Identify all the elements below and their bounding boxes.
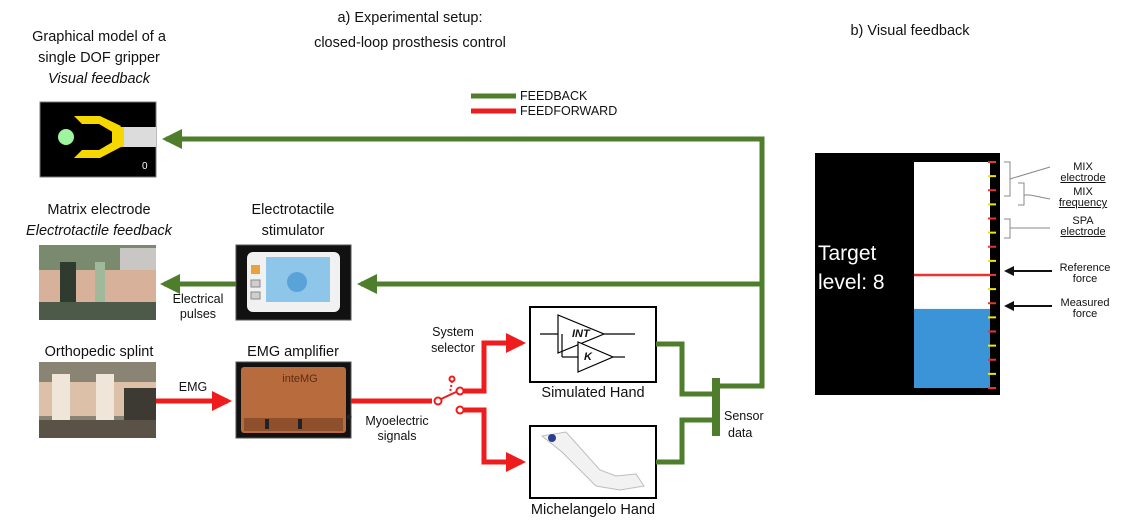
annotation-brackets [1004,161,1051,239]
gripper-screen [39,101,157,178]
sensor-data-line2: data [728,426,753,440]
feedforward-lines [156,333,526,472]
gripper-screen-value: 0 [142,161,148,172]
michelangelo-hand-label: Michelangelo Hand [530,502,656,518]
gripper-label-line2: single DOF gripper [38,50,160,66]
measured-force-line2: force [1072,308,1098,320]
panel-a-title-line2: closed-loop prosthesis control [314,35,506,51]
emg-amplifier-photo [235,361,352,439]
matrix-electrode-photo [39,245,156,320]
mix-frequency-line1: MIX [1073,186,1093,198]
panel-b-title: b) Visual feedback [850,23,970,39]
matrix-electrode-label: Matrix electrode [47,202,151,218]
controller-box [529,306,657,383]
legend-feedback-label: FEEDBACK [520,89,588,103]
level-ticks [988,161,996,389]
panel-a-title-line1: a) Experimental setup: [337,10,483,26]
gripper-label-line3: Visual feedback [47,71,151,87]
visual-feedback-display [815,153,1000,395]
matrix-electrode-sublabel: Electrotactile feedback [26,223,172,239]
myoelectric-label-line2: signals [377,429,417,443]
emg-signal-label: EMG [178,380,208,394]
mix-frequency-line2: frequency [1058,197,1108,209]
system-selector-label-line2: selector [431,341,475,355]
splint-photo [39,362,156,438]
reference-force-line2: force [1072,273,1098,285]
measured-force-line1: Measured [1060,297,1110,309]
stimulator-photo [235,244,352,321]
measured-force-fill [914,308,990,388]
target-level-line2: level: 8 [818,271,885,294]
stimulator-label-line2: stimulator [261,223,325,239]
electrical-pulses-line1: Electrical [172,292,224,306]
spa-electrode-line1: SPA [1072,215,1094,227]
mix-electrode-line2: electrode [1060,172,1106,184]
reference-force-line1: Reference [1059,262,1111,274]
sensor-data-line1: Sensor [724,409,764,423]
feedback-lines [160,129,765,465]
controller-k-label: K [584,351,592,363]
system-selector-label-line1: System [432,325,474,339]
myoelectric-label-line1: Myoelectric [365,414,429,428]
target-level-line1: Target [818,242,877,265]
emg-amplifier-label: EMG amplifier [247,344,339,360]
splint-label: Orthopedic splint [44,344,154,360]
michelangelo-hand-box [529,425,657,499]
emg-amplifier-brand: inteMG [282,373,318,385]
electrical-pulses-line2: pulses [179,307,217,321]
stimulator-label-line1: Electrotactile [251,202,335,218]
gripper-label-line1: Graphical model of a [32,29,166,45]
spa-electrode-line2: electrode [1060,226,1106,238]
gripper-object-icon [58,129,74,145]
mix-electrode-line1: MIX [1073,161,1093,173]
system-selector-switch [433,375,465,415]
legend-feedforward-label: FEEDFORWARD [520,104,618,118]
controller-int-label: INT [572,328,590,340]
simulated-hand-label: Simulated Hand [541,385,645,401]
